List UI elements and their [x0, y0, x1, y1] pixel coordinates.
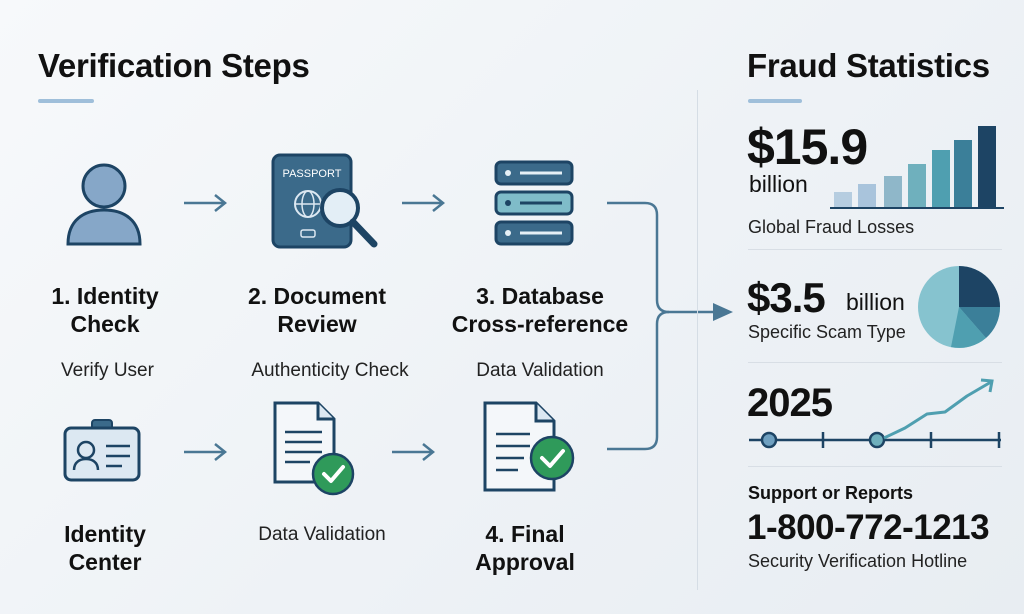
id-card-icon — [63, 419, 141, 482]
support-heading: Support or Reports — [748, 483, 913, 503]
arrow-right-icon — [184, 443, 228, 461]
document-approval-icon — [483, 401, 575, 492]
support-phone: 1-800-772-1213 — [747, 508, 990, 547]
stat-3-value: 2025 — [747, 381, 833, 425]
database-icon — [494, 160, 574, 246]
passport-text: PASSPORT — [283, 168, 342, 180]
stat-separator — [748, 466, 1002, 467]
stat-2-value: $3.5 — [747, 274, 826, 321]
stat-2-label: Specific Scam Type — [748, 322, 906, 342]
document-check-icon — [273, 401, 355, 496]
stat-1-unit: billion — [749, 171, 808, 197]
step-3-subtitle: Data Validation — [476, 360, 604, 381]
stats-title-underline — [748, 99, 802, 103]
merge-connector — [607, 201, 733, 451]
fraud-statistics-title: Fraud Statistics — [747, 47, 990, 84]
pie-chart-icon — [918, 266, 1001, 348]
arrow-right-icon — [402, 194, 446, 212]
data-validation-label: Data Validation — [258, 524, 386, 545]
user-icon — [66, 163, 142, 246]
arrow-right-icon — [184, 194, 228, 212]
support-label: Security Verification Hotline — [748, 551, 968, 571]
arrow-right-icon — [392, 443, 436, 461]
passport-search-icon: PASSPORT — [271, 153, 378, 249]
step-2-subtitle: Authenticity Check — [251, 360, 409, 381]
stat-2-unit: billion — [846, 289, 905, 315]
bar-chart-icon — [830, 126, 1004, 209]
timeline-trend-icon — [749, 378, 1001, 449]
stat-1-value: $15.9 — [747, 119, 868, 175]
column-divider — [697, 90, 698, 590]
stat-separator — [748, 362, 1002, 363]
stat-1-label: Global Fraud Losses — [748, 217, 915, 237]
stat-separator — [748, 249, 1002, 250]
step-1-subtitle: Verify User — [61, 360, 154, 381]
title-underline — [38, 99, 94, 103]
verification-steps-title: Verification Steps — [38, 47, 310, 84]
